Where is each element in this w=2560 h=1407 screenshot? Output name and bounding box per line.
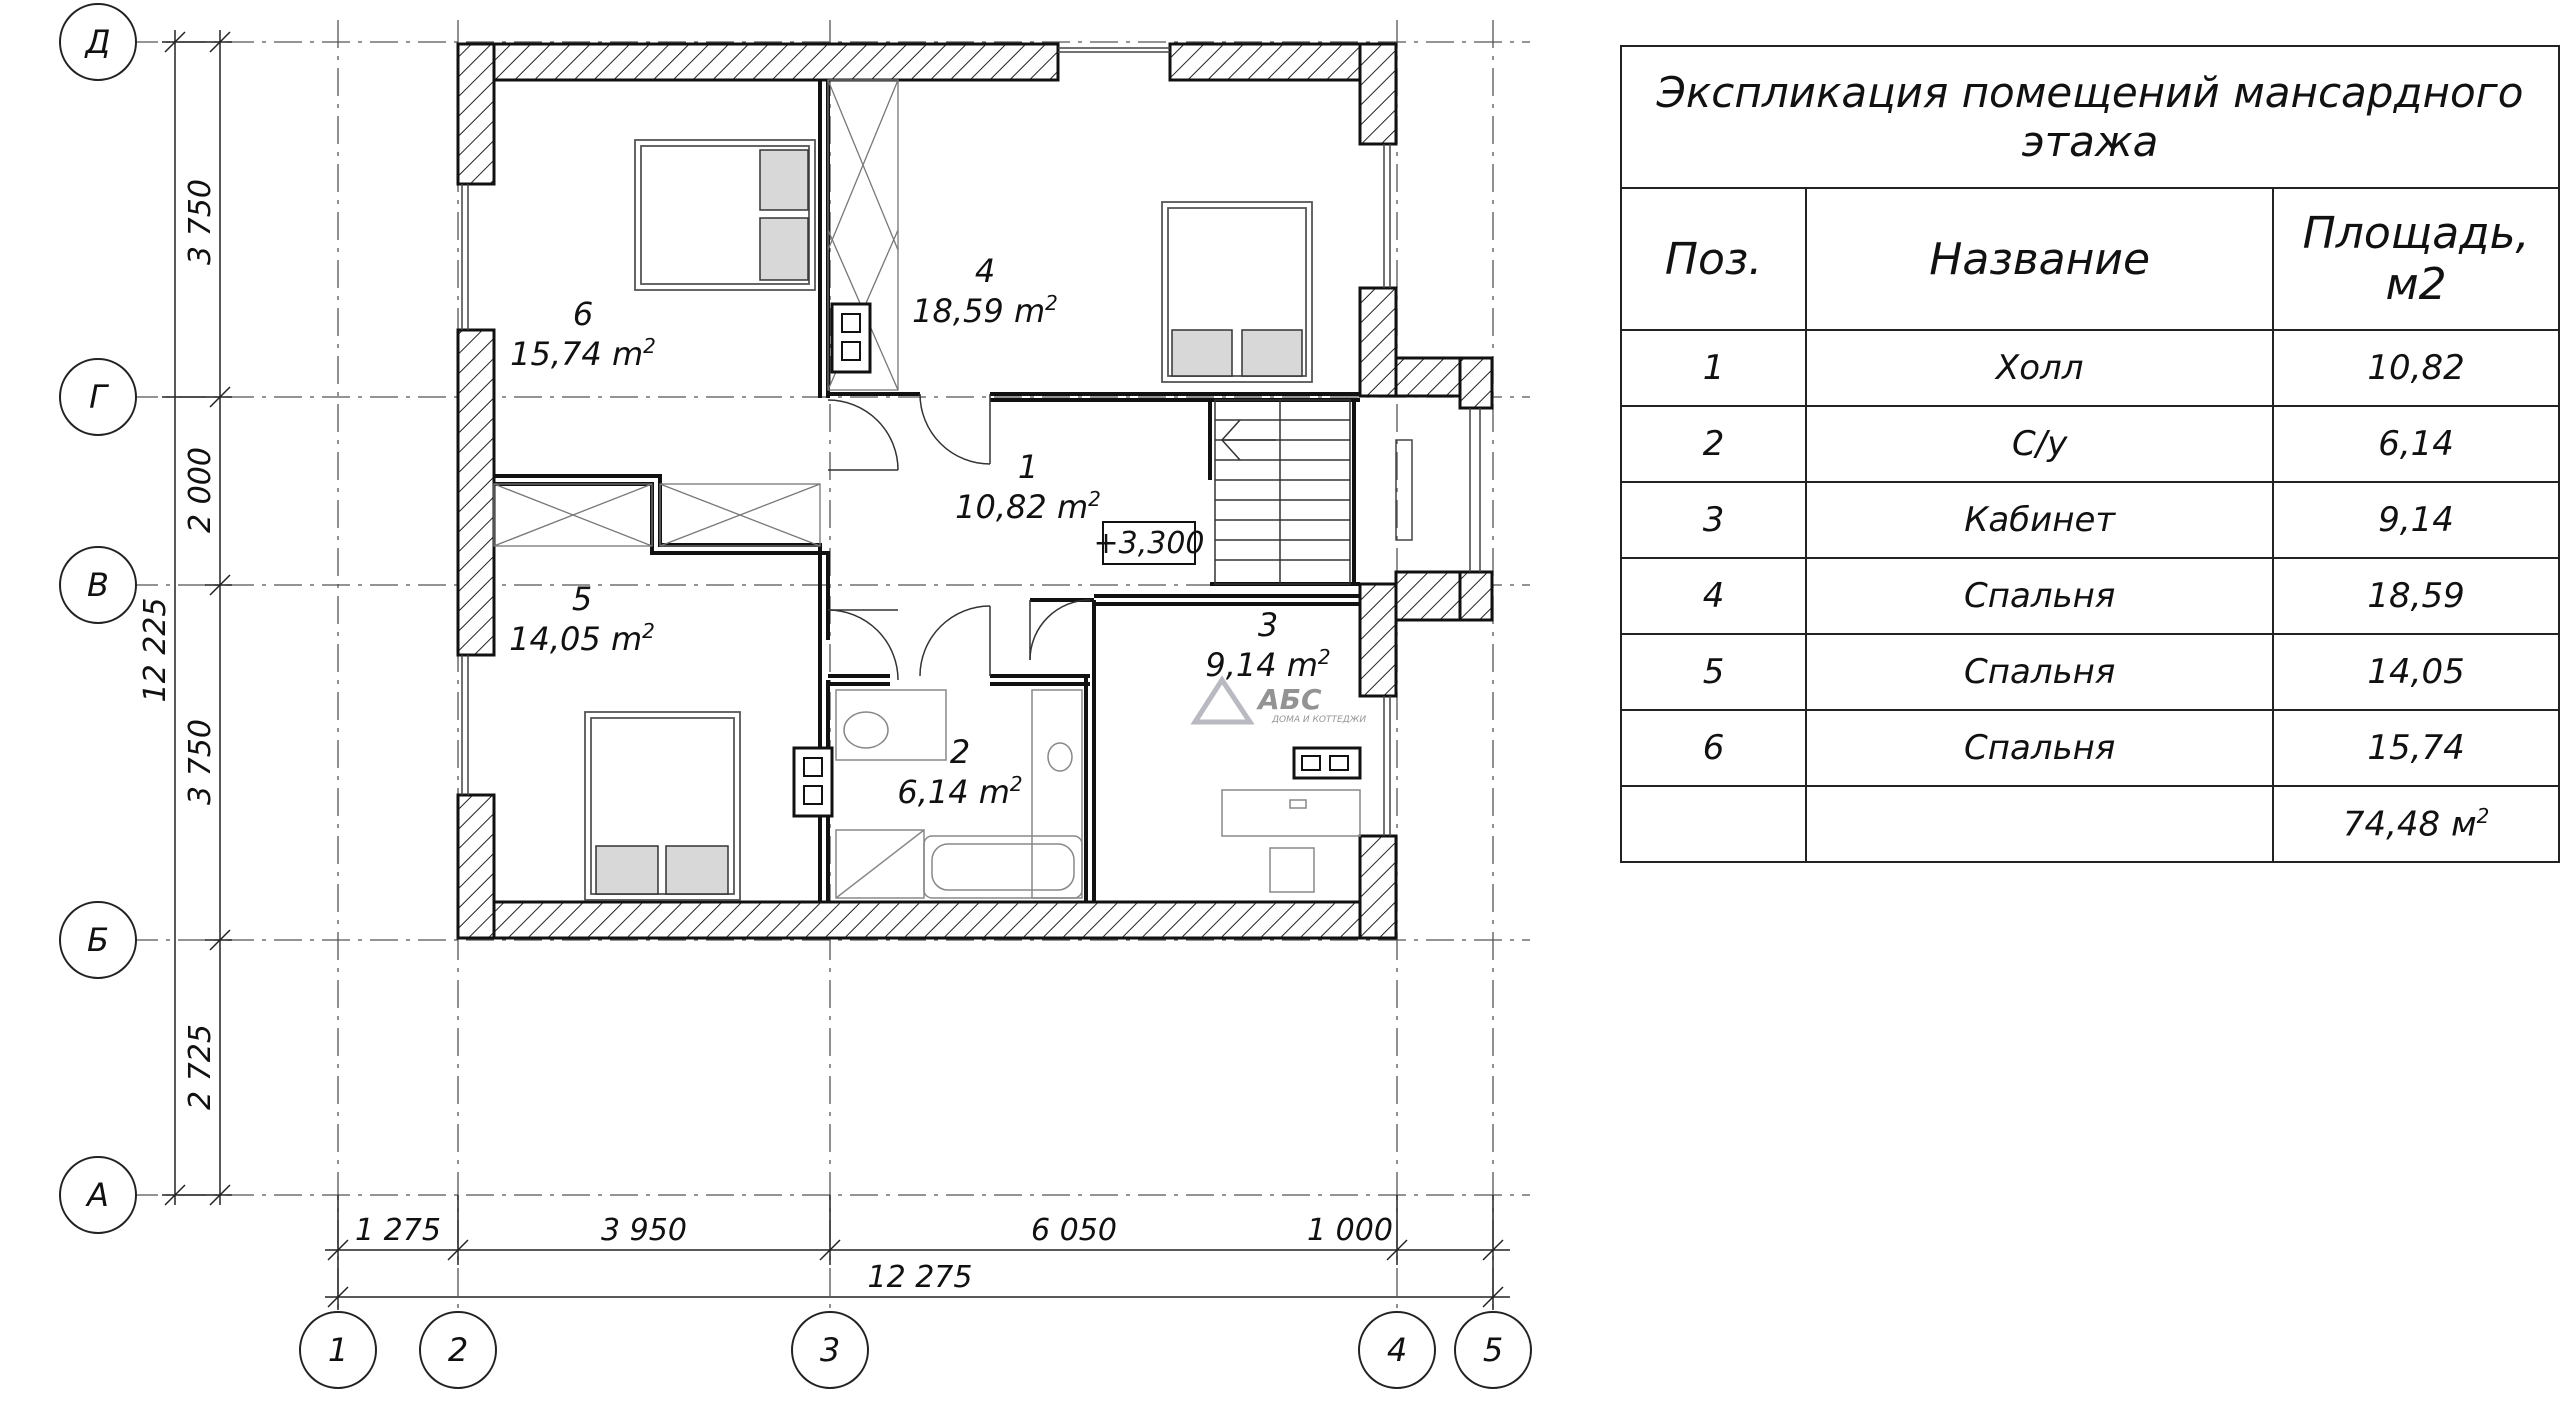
bay-window xyxy=(1395,408,1481,572)
room-1-area: 10,82 m2 xyxy=(955,487,1101,526)
room-2-area: 6,14 m2 xyxy=(897,772,1022,811)
axis-number-bubbles xyxy=(299,1311,1532,1389)
row-area: 18,59 xyxy=(2272,557,2560,635)
room-6-number: 6 xyxy=(573,295,593,333)
table-row: 6 Спальня 15,74 xyxy=(1619,709,2560,787)
row-name: Кабинет xyxy=(1805,481,2275,559)
table-row: 2 С/у 6,14 xyxy=(1619,405,2560,483)
total-pos xyxy=(1619,785,1808,863)
axis-label-3: 3 xyxy=(820,1331,840,1369)
dim-v-4: 2 725 xyxy=(183,1024,218,1110)
staircase xyxy=(1214,399,1351,585)
watermark-tagline: ДОМА И КОТТЕДЖИ xyxy=(1271,715,1366,725)
table-row: 5 Спальня 14,05 xyxy=(1619,633,2560,711)
room-1-number: 1 xyxy=(1018,448,1038,486)
room-4-area: 18,59 m2 xyxy=(912,291,1058,330)
row-name: Холл xyxy=(1805,329,2275,407)
row-pos: 1 xyxy=(1619,329,1808,407)
room-3-number: 3 xyxy=(1258,606,1278,644)
axis-label-2: 2 xyxy=(448,1331,468,1369)
floor-plan-drawing: Д Г В Б А 1 2 3 4 5 3 750 2 0 xyxy=(59,3,1532,1389)
vent-openings xyxy=(803,313,1349,805)
table-total-row: 74,48 м2 xyxy=(1619,785,2560,863)
room-4-number: 4 xyxy=(975,252,995,290)
watermark-brand: АБС xyxy=(1256,683,1322,716)
dim-v-2: 2 000 xyxy=(183,447,218,533)
row-area: 9,14 xyxy=(2272,481,2560,559)
row-pos: 4 xyxy=(1619,557,1808,635)
table-row: 3 Кабинет 9,14 xyxy=(1619,481,2560,559)
level-mark: +3,300 xyxy=(1093,521,1205,565)
axis-label-5: 5 xyxy=(1483,1331,1503,1369)
dim-v-3: 3 750 xyxy=(183,719,218,805)
header-pos: Поз. xyxy=(1619,187,1808,331)
vertical-dimension-lines xyxy=(162,30,232,1206)
row-pos: 2 xyxy=(1619,405,1808,483)
axis-label-A: А xyxy=(85,1176,109,1214)
dim-h-4: 1 000 xyxy=(1307,1213,1393,1248)
row-area: 10,82 xyxy=(2272,329,2560,407)
row-name: С/у xyxy=(1805,405,2275,483)
room-5-number: 5 xyxy=(572,580,592,618)
dim-h-total: 12 275 xyxy=(868,1260,973,1295)
dim-h-3: 6 050 xyxy=(1031,1213,1117,1248)
dim-v-1: 3 750 xyxy=(183,179,218,265)
row-pos: 5 xyxy=(1619,633,1808,711)
room-schedule-table: Экспликация помещений мансардного этажа … xyxy=(1619,45,2560,863)
door-swings xyxy=(827,393,1091,681)
windows xyxy=(461,47,1391,836)
row-name: Спальня xyxy=(1805,557,2275,635)
table-title: Экспликация помещений мансардного этажа xyxy=(1620,45,2560,189)
level-mark-text: +3,300 xyxy=(1093,526,1204,561)
table-row: 4 Спальня 18,59 xyxy=(1619,557,2560,635)
pillows xyxy=(595,149,1303,895)
exterior-walls xyxy=(456,42,1494,940)
room-3-area: 9,14 m2 xyxy=(1205,645,1330,684)
row-area: 14,05 xyxy=(2272,633,2560,711)
bathroom-fixtures xyxy=(835,689,1083,899)
axis-label-1: 1 xyxy=(328,1331,348,1369)
brand-watermark: АБС ДОМА И КОТТЕДЖИ xyxy=(1190,675,1366,725)
table-row: 1 Холл 10,82 xyxy=(1619,329,2560,407)
room-2-number: 2 xyxy=(950,733,970,771)
room-schedule: Экспликация помещений мансардного этажа … xyxy=(1619,45,2560,863)
axis-label-4: 4 xyxy=(1387,1331,1407,1369)
row-name: Спальня xyxy=(1805,633,2275,711)
axis-letter-bubbles xyxy=(59,3,137,1234)
header-name: Название xyxy=(1805,187,2275,331)
axis-label-B: Б xyxy=(87,921,109,959)
row-pos: 6 xyxy=(1619,709,1808,787)
room-5-area: 14,05 m2 xyxy=(509,619,655,658)
room-6-area: 15,74 m2 xyxy=(510,334,656,373)
row-pos: 3 xyxy=(1619,481,1808,559)
axis-label-V: В xyxy=(87,566,109,604)
row-area: 15,74 xyxy=(2272,709,2560,787)
header-area: Площадь, м2 xyxy=(2272,187,2560,331)
axis-label-D: Д xyxy=(84,23,111,61)
dim-h-2: 3 950 xyxy=(601,1213,687,1248)
total-area: 74,48 м2 xyxy=(2272,785,2560,863)
row-area: 6,14 xyxy=(2272,405,2560,483)
dim-h-1: 1 275 xyxy=(355,1213,441,1248)
office-desk xyxy=(1221,789,1361,893)
axis-label-G: Г xyxy=(89,378,109,416)
row-name: Спальня xyxy=(1805,709,2275,787)
dim-v-total: 12 225 xyxy=(138,598,173,703)
horizontal-dimension-lines xyxy=(325,1195,1510,1310)
total-name xyxy=(1805,785,2275,863)
